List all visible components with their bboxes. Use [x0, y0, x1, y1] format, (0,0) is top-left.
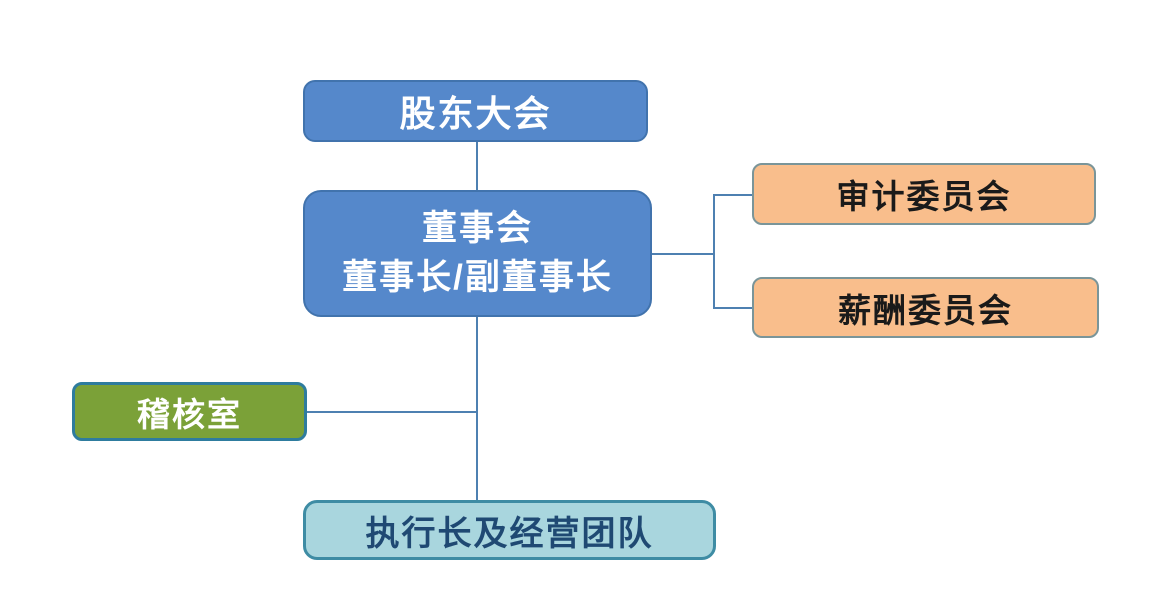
connector-shareholders-board [476, 142, 478, 190]
connector-audit-office [307, 411, 477, 413]
node-compensation-committee: 薪酬委员会 [752, 277, 1099, 338]
node-audit-committee-label: 审计委员会 [836, 178, 1012, 215]
node-compensation-committee-label: 薪酬委员会 [838, 291, 1013, 329]
node-ceo-team-label: 执行长及经营团队 [365, 514, 654, 553]
node-audit-office: 稽核室 [72, 382, 307, 441]
connector-committees-bracket [713, 194, 715, 309]
node-board-subtitle: 董事长/副董事长 [342, 257, 613, 297]
connector-board-ceo-team [476, 317, 478, 500]
node-board-title: 董事会 [421, 209, 533, 249]
node-ceo-management-team: 执行长及经营团队 [303, 500, 716, 560]
node-audit-office-label: 稽核室 [137, 395, 242, 433]
node-shareholders-label: 股东大会 [399, 93, 552, 134]
connector-branch-audit-committee [713, 194, 752, 196]
node-audit-committee: 审计委员会 [752, 163, 1096, 225]
connector-branch-compensation-committee [713, 307, 752, 309]
connector-board-committees [652, 253, 714, 255]
node-shareholders-meeting: 股东大会 [303, 80, 648, 142]
node-board-of-directors: 董事会 董事长/副董事长 [303, 190, 652, 317]
